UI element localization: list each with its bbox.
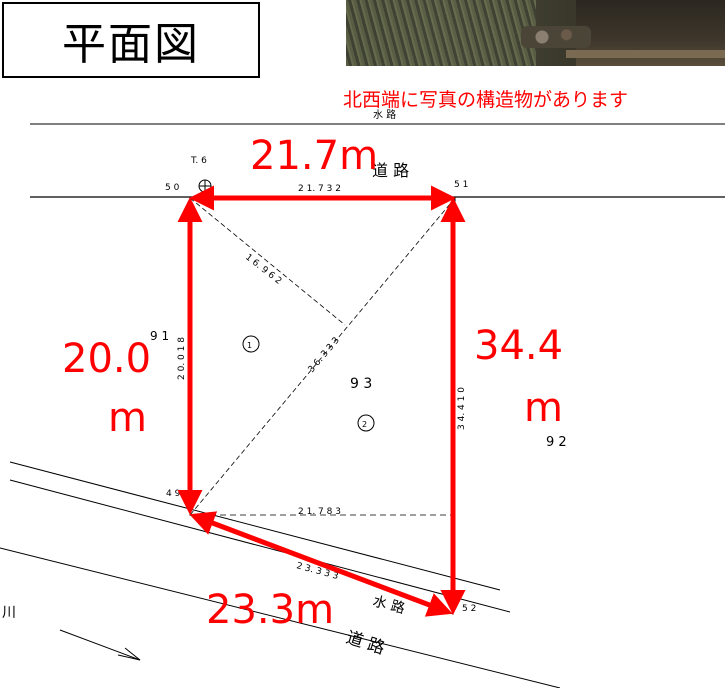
- lot-91-label: 9 1: [150, 329, 169, 343]
- dimension-left-unit: m: [108, 395, 147, 441]
- photo-caption: 北西端に写真の構造物があります: [343, 89, 629, 111]
- photo-grass: [346, 0, 536, 66]
- photo-debris: [521, 26, 591, 48]
- flow-arrow-head: [117, 647, 141, 661]
- dimension-right-unit: m: [524, 385, 563, 431]
- road-line-bottom: [0, 547, 561, 688]
- waterway-line-1: [9, 461, 501, 591]
- section-2-circle: [357, 414, 375, 432]
- dimension-right-value: 34.4: [474, 323, 564, 369]
- dim-inner-survey: 2 1. 7 8 3: [298, 507, 341, 517]
- dim-diag-b-survey: 3 6. 3 3 3: [307, 336, 342, 375]
- dimension-left-value: 20.0: [62, 336, 152, 382]
- photo-edge: [566, 50, 725, 58]
- waterway-label-bottom: 水 路: [371, 593, 406, 617]
- point-49-label: 4 9: [166, 489, 181, 499]
- road-label-bottom: 道 路: [343, 628, 387, 659]
- section-1-circle: [242, 335, 260, 353]
- dimension-top-label: 21.7m: [250, 133, 379, 179]
- structure-photo: [346, 0, 725, 66]
- road-label-top: 道 路: [372, 161, 409, 180]
- river-mark: 川: [2, 605, 16, 621]
- dimension-arrow-bottom: [189, 511, 453, 617]
- dim-left-survey: 2 0. 0 1 8: [177, 337, 187, 380]
- point-50-label: 5 0: [165, 183, 180, 193]
- waterway-label-top: 水 路: [373, 108, 396, 121]
- flow-arrow-line: [59, 629, 141, 661]
- dim-right-survey: 3 4. 4 1 0: [457, 387, 467, 430]
- lot-92-label: 9 2: [546, 435, 567, 450]
- point-51-label: 5 1: [454, 180, 468, 190]
- dash-line-diagonal: [189, 197, 456, 516]
- dim-top-survey: 2 1. 7 3 2: [298, 184, 341, 194]
- dimension-bottom-label: 23.3m: [206, 587, 335, 633]
- benchmark-label: T. 6: [190, 156, 207, 166]
- page-title: 平面図: [2, 2, 260, 78]
- section-2-label: 2: [362, 420, 367, 429]
- section-1-label: 1: [247, 341, 252, 350]
- lot-boundary: [189, 197, 456, 615]
- point-52-label: 5 2: [462, 604, 476, 614]
- lot-93-label: 9 3: [350, 376, 372, 392]
- dash-line-nw: [189, 197, 346, 326]
